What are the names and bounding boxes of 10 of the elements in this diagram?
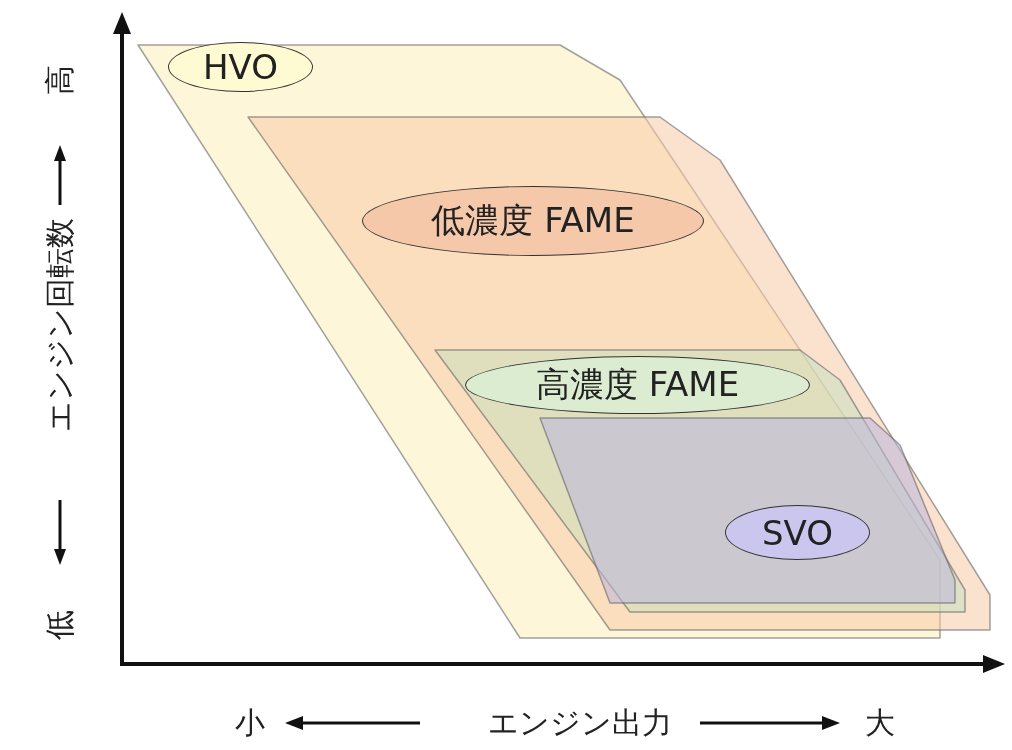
axis-label: 高	[40, 65, 78, 95]
region-label: HVO	[168, 42, 313, 92]
region-label: 高濃度 FAME	[465, 356, 810, 414]
axis-label: エンジン回転数	[40, 218, 78, 432]
axis-label: 大	[865, 703, 895, 742]
region-label: SVO	[725, 505, 870, 560]
axis-label: 低	[40, 610, 78, 640]
axis-label: 小	[235, 703, 265, 742]
region-label: 低濃度 FAME	[362, 186, 704, 256]
axis-label: エンジン出力	[488, 703, 672, 742]
